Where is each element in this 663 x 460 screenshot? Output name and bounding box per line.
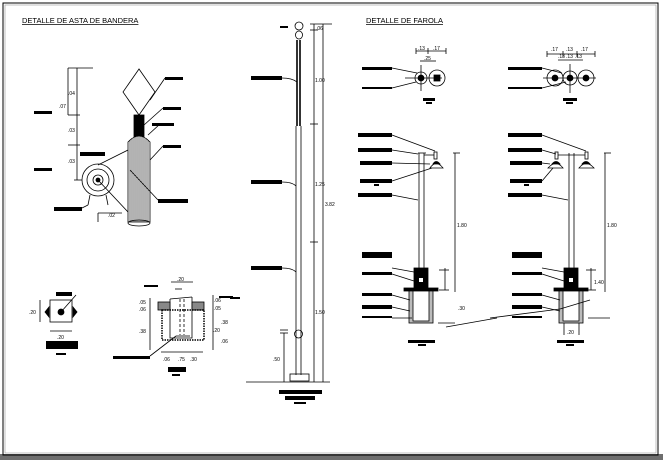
dim-flagpole-top-b: .03 <box>68 128 75 134</box>
flagpole-top-detail <box>67 67 166 227</box>
flagpole-top-callouts <box>34 77 188 211</box>
flagpole-elevation-callouts <box>230 26 322 404</box>
dim-footing-right-2: .38 <box>221 320 228 326</box>
dim-double-plan-4: .13 <box>566 54 573 60</box>
dim-elevation-lower: 1.50 <box>315 310 325 316</box>
dim-footing-right-0: .06 <box>214 298 221 304</box>
dim-elevation-middle: 1.25 <box>315 182 325 188</box>
streetlight-single-callouts <box>358 133 435 346</box>
dim-plan-side: .20 <box>29 310 36 316</box>
streetlight-double-callouts <box>508 133 584 346</box>
streetlight-single-plan-callouts <box>362 67 435 104</box>
streetlight-single-elevation <box>391 134 498 328</box>
flagpole-plan-callouts <box>46 292 78 355</box>
streetlight-double-elevation <box>489 134 611 335</box>
dim-flagpole-top-a: .04 <box>68 91 75 97</box>
dim-double-plan-1: .13 <box>566 47 573 53</box>
streetlight-single-plan <box>391 48 447 91</box>
flagpole-elevation <box>246 21 332 383</box>
flagpole-base-plan <box>39 294 78 332</box>
dim-footing-right-4: .06 <box>221 339 228 345</box>
dim-footing-top: .20 <box>177 277 184 283</box>
dim-footing-right-3: .20 <box>213 328 220 334</box>
flagpole-footing-callouts <box>113 285 233 376</box>
dim-footing-bottom-1: .75 <box>178 357 185 363</box>
dim-single-plan-0: .13 <box>418 46 425 52</box>
dim-double-width: .20 <box>567 330 574 336</box>
dim-single-height: 1.80 <box>457 223 467 229</box>
dim-elevation-top: .06 <box>316 26 323 32</box>
drawing-frame-inner <box>4 4 657 454</box>
flagpole-title: DETALLE DE ASTA DE BANDERA <box>22 16 138 25</box>
streetlight-title: DETALLE DE FAROLA <box>366 16 443 25</box>
dim-footing-bottom-0: .06 <box>163 357 170 363</box>
dim-double-height: 1.80 <box>607 223 617 229</box>
dim-elevation-total: 3.82 <box>325 202 335 208</box>
streetlight-double-plan <box>541 51 596 93</box>
dim-footing-left-1: .06 <box>139 307 146 313</box>
dim-flagpole-top-total: .07 <box>59 104 66 110</box>
dim-plan-bottom: .20 <box>57 335 64 341</box>
dim-double-base: 1.40 <box>594 280 604 286</box>
dim-double-plan-0: .17 <box>551 47 558 53</box>
dim-double-plan-2: .17 <box>581 47 588 53</box>
dim-footing-bottom-2: .30 <box>190 357 197 363</box>
dim-double-plan-5: .13 <box>575 54 582 60</box>
dim-flagpole-top-d: .02 <box>108 213 115 219</box>
streetlight-double-plan-callouts <box>508 67 577 104</box>
flagpole-footing-section <box>149 281 214 357</box>
drawing-frame-outer <box>2 2 659 456</box>
frame-shadow <box>0 454 663 460</box>
dim-footing-right-1: .05 <box>214 306 221 312</box>
dim-single-plan-1: .17 <box>433 46 440 52</box>
dim-flagpole-top-c: .03 <box>68 159 75 165</box>
dim-footing-left-0: .05 <box>139 300 146 306</box>
dim-elevation-upper: 1.00 <box>315 78 325 84</box>
dim-single-plan-2: .25 <box>424 56 431 62</box>
dim-single-depth: .30 <box>458 306 465 312</box>
dim-double-plan-3: .13 <box>558 54 565 60</box>
dim-elevation-base: .50 <box>273 357 280 363</box>
dim-footing-left-2: .38 <box>139 329 146 335</box>
